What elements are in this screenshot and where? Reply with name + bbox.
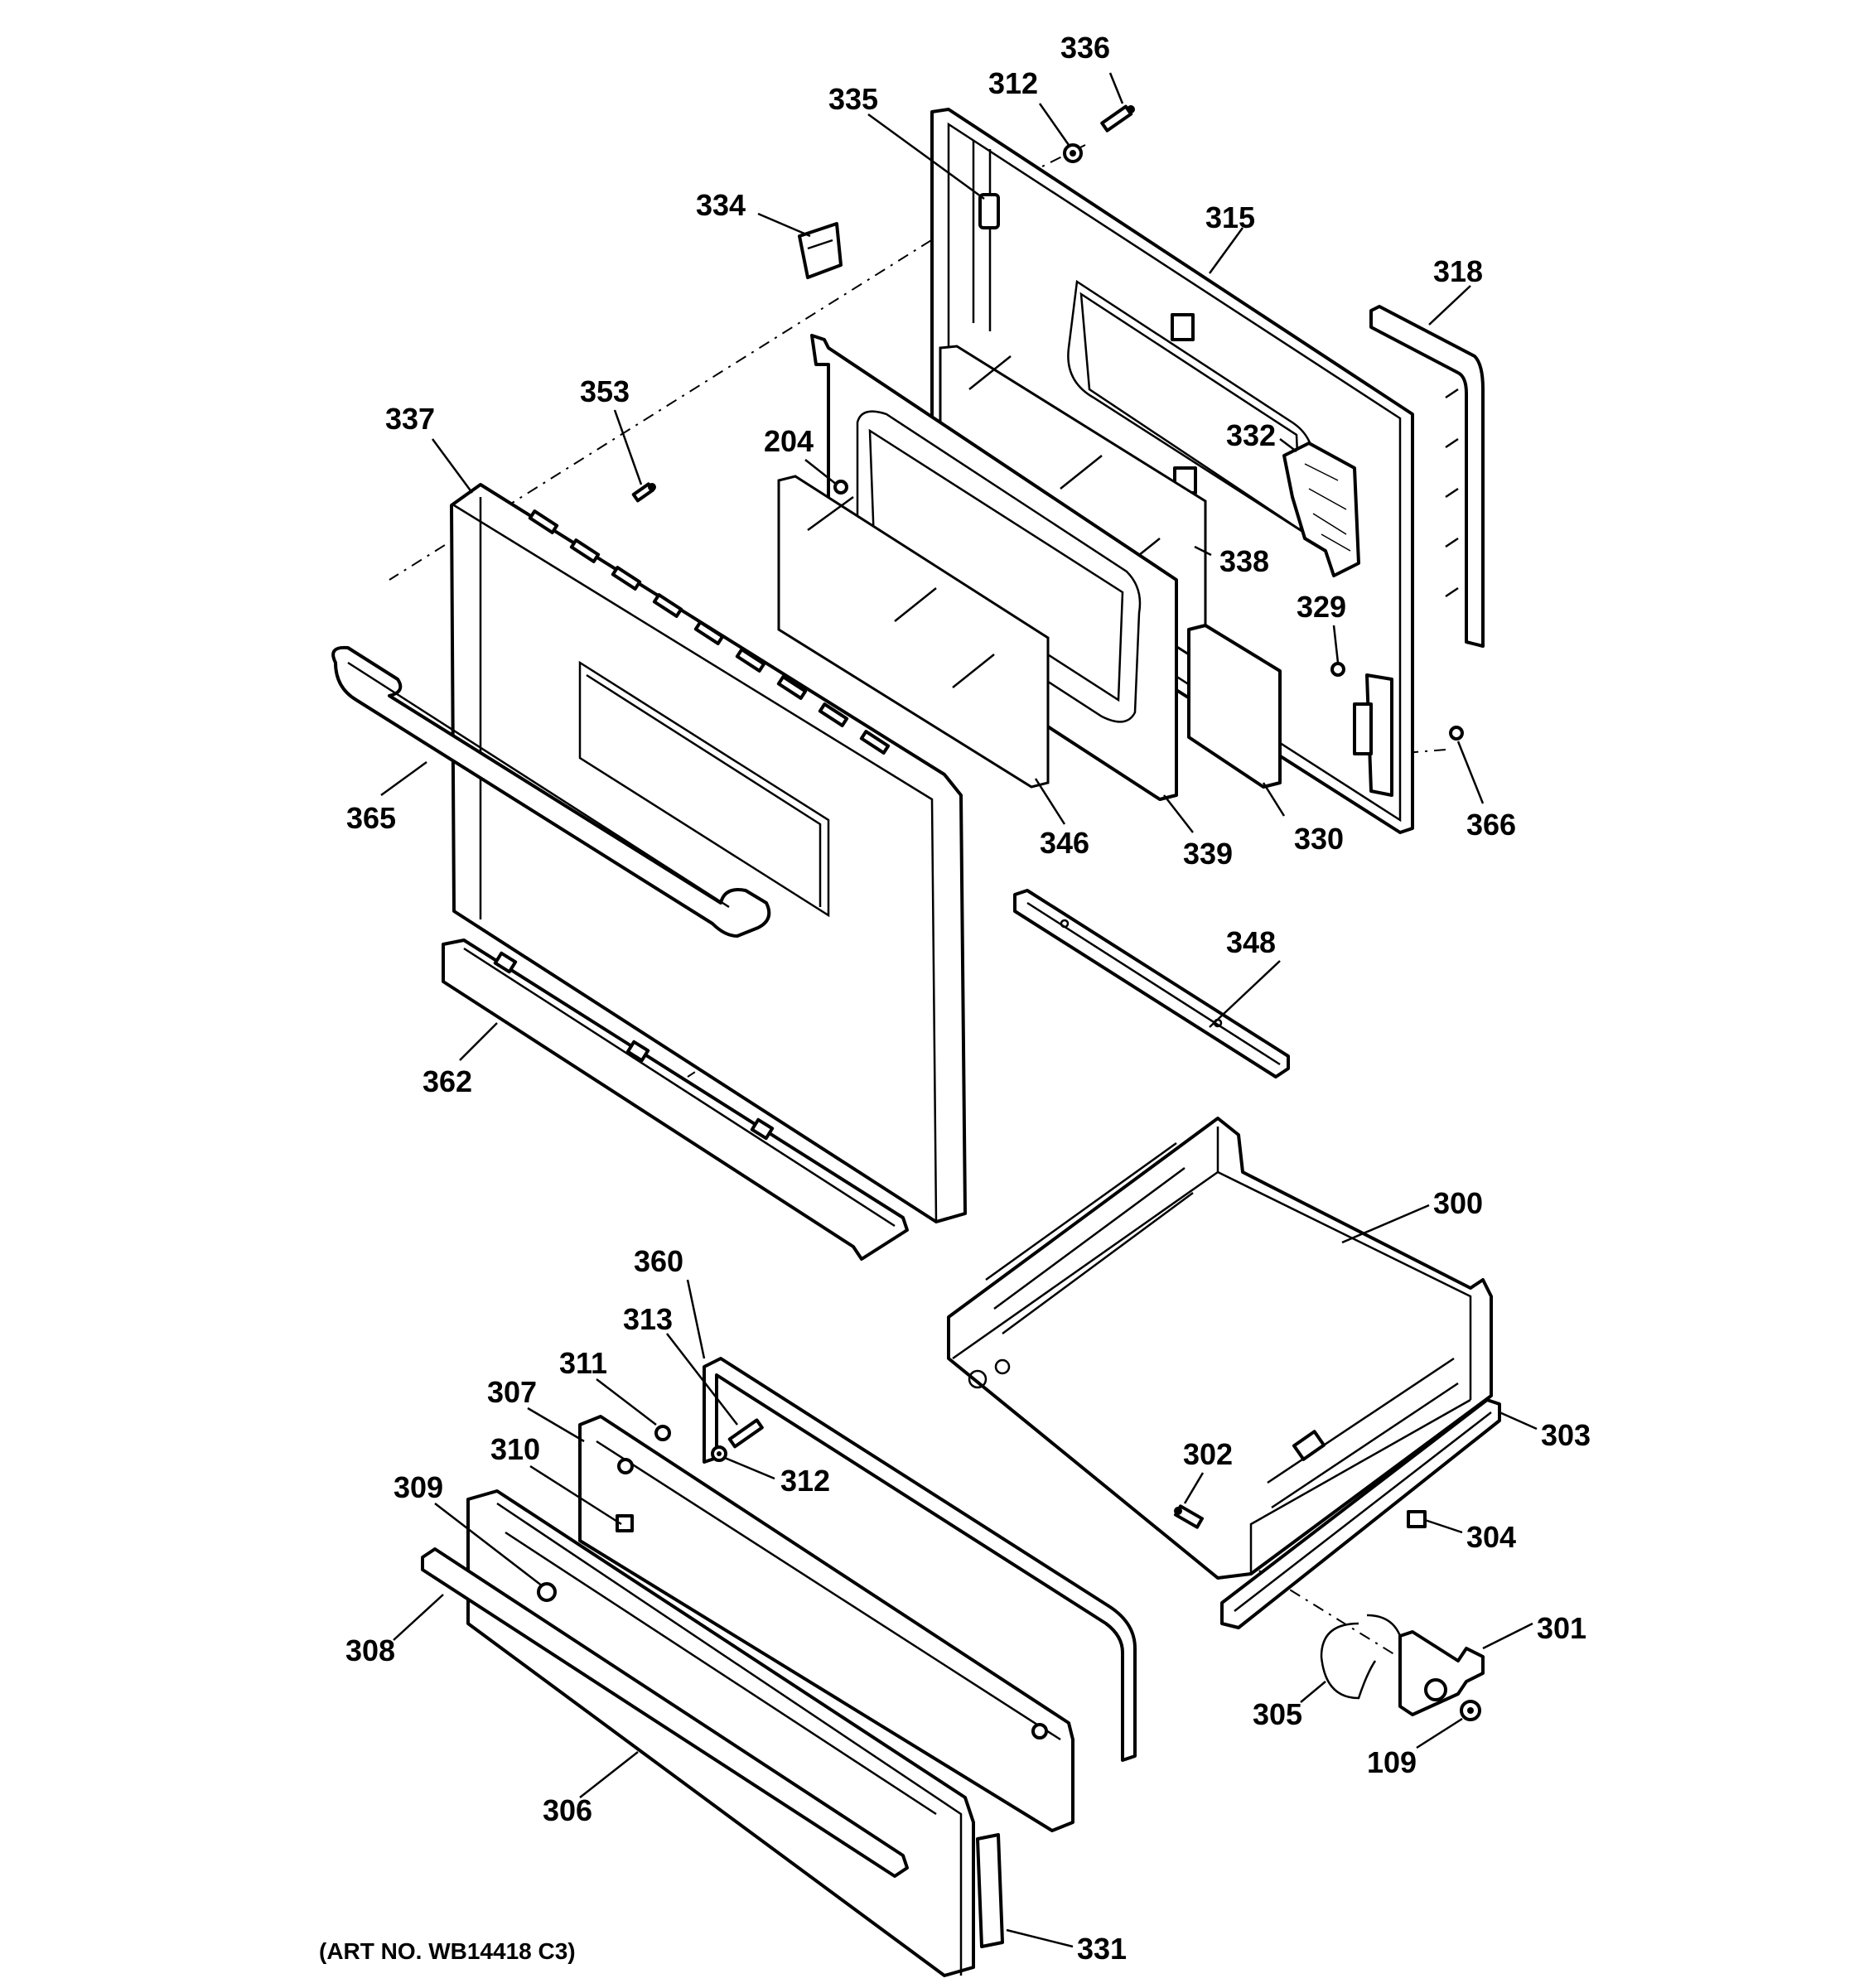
callout-308: 308: [345, 1633, 395, 1667]
insulation-330: [1187, 624, 1282, 789]
screw-313: [727, 1418, 764, 1449]
art-number: (ART NO. WB14418 C3): [319, 1938, 576, 1964]
nut-311: [654, 1425, 671, 1441]
callout-360: 360: [634, 1244, 683, 1278]
callout-311: 311: [559, 1346, 607, 1380]
callout-337: 337: [385, 402, 435, 436]
screw-366: [1449, 726, 1464, 741]
callout-346: 346: [1040, 826, 1089, 860]
callout-329: 329: [1297, 590, 1346, 624]
nut-109: [1460, 1700, 1481, 1721]
bracket-331: [976, 1833, 1004, 1948]
callout-334: 334: [696, 188, 746, 222]
callout-315: 315: [1205, 200, 1255, 234]
bracket-348: [1013, 889, 1290, 1078]
spring-clip-305: [1320, 1614, 1402, 1700]
insulation-332: [1282, 442, 1360, 577]
door-handle-365: [331, 645, 771, 938]
drawer-inner-panel-307: [578, 1415, 1074, 1832]
door-gasket-318: [1369, 305, 1485, 648]
callout-labels: 336 335 312 334 315 318 353 337 204 332 …: [319, 31, 1591, 1966]
callout-305: 305: [1253, 1697, 1302, 1731]
door-bottom-trim-362: [442, 939, 909, 1261]
callout-312-bottom: 312: [780, 1464, 830, 1498]
screw-329: [1330, 662, 1345, 677]
callout-304: 304: [1466, 1520, 1516, 1554]
drawer-body-300: [947, 1117, 1493, 1580]
screw-353: [631, 482, 656, 503]
callout-366: 366: [1466, 808, 1516, 842]
bracket-301: [1398, 1630, 1485, 1716]
washer-312-bottom: [711, 1445, 727, 1462]
callout-348: 348: [1226, 925, 1276, 959]
callout-307: 307: [487, 1375, 537, 1409]
callout-303: 303: [1541, 1418, 1591, 1452]
drawer-slide-303: [1220, 1398, 1501, 1629]
callout-339: 339: [1183, 837, 1233, 871]
callout-336: 336: [1060, 31, 1110, 65]
drawer-gasket-360: [703, 1357, 1137, 1762]
callout-332: 332: [1226, 418, 1276, 452]
callout-331: 331: [1077, 1932, 1127, 1966]
callout-353: 353: [580, 374, 630, 408]
bracket-334: [798, 222, 843, 279]
callout-318: 318: [1433, 254, 1483, 288]
washer-312-top: [1063, 143, 1083, 163]
callout-312-top: 312: [988, 66, 1038, 100]
callout-365: 365: [346, 801, 396, 835]
clip-304: [1407, 1510, 1427, 1528]
leader-lines: [380, 72, 1538, 1948]
callout-338: 338: [1219, 544, 1269, 578]
outer-door-front-337: [450, 483, 967, 1223]
callout-362: 362: [423, 1064, 472, 1098]
callout-204: 204: [764, 424, 814, 458]
vent-slots: [528, 509, 891, 755]
door-glass-346: [777, 475, 1050, 789]
screw-204: [833, 480, 848, 495]
callout-313: 313: [623, 1302, 673, 1336]
screw-302: [1174, 1504, 1204, 1529]
drawer-front-306: [466, 1489, 975, 1977]
callout-309: 309: [394, 1470, 443, 1504]
callout-306: 306: [543, 1793, 592, 1827]
drawer-trim-308: [421, 1547, 909, 1878]
callout-310: 310: [490, 1432, 540, 1466]
callout-109: 109: [1367, 1745, 1417, 1779]
callout-302: 302: [1183, 1437, 1233, 1471]
callout-335: 335: [828, 82, 878, 116]
callout-301: 301: [1537, 1611, 1586, 1645]
callout-330: 330: [1294, 822, 1344, 856]
hinge-335: [978, 193, 1000, 229]
callout-300: 300: [1433, 1186, 1483, 1220]
screw-336: [1100, 104, 1135, 133]
